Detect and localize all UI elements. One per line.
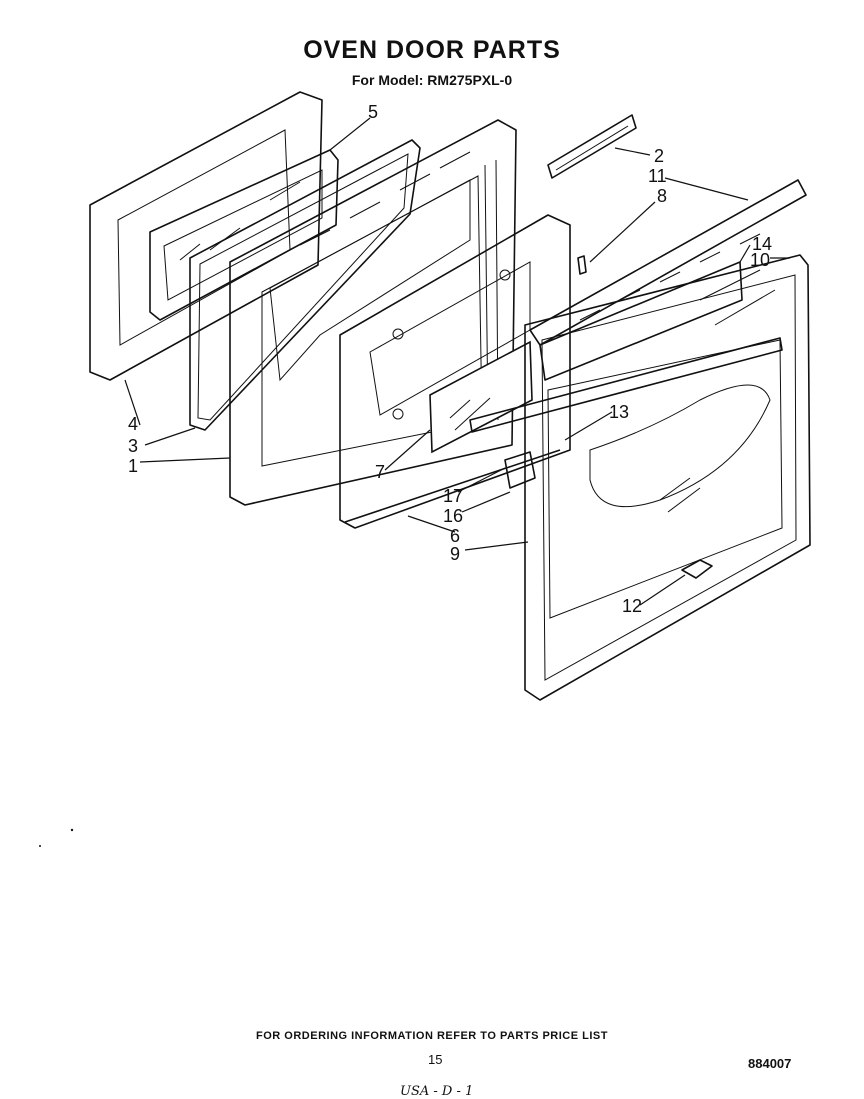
hinge-channel	[547, 114, 637, 179]
hinge-bracket	[504, 451, 536, 489]
door-liner	[229, 119, 517, 506]
callout-2: 2	[654, 146, 664, 166]
glass-insert	[429, 340, 533, 454]
callout-17: 17	[443, 486, 463, 506]
callout-10: 10	[750, 250, 770, 270]
page-number: 15	[428, 1052, 443, 1067]
callout-12: 12	[622, 596, 642, 616]
callout-11: 11	[648, 166, 667, 186]
handle-clip	[681, 559, 713, 579]
callout-7: 7	[375, 462, 385, 482]
callout-6: 6	[450, 526, 460, 546]
callout-16: 16	[443, 506, 463, 526]
leader-lines	[124, 117, 790, 606]
outer-door-frame	[524, 254, 811, 701]
callout-8: 8	[657, 186, 667, 206]
callout-1: 1	[128, 456, 138, 476]
callout-13: 13	[609, 402, 629, 422]
callout-3: 3	[128, 436, 138, 456]
handwritten-note: USA - D - 1	[400, 1084, 474, 1099]
callout-14: 14	[752, 234, 772, 254]
document-number: 884007	[748, 1056, 792, 1071]
model-subtitle: For Model: RM275PXL-0	[351, 72, 513, 88]
callout-5: 5	[368, 102, 378, 122]
callout-4: 4	[128, 414, 138, 434]
brace-bar	[469, 337, 783, 433]
door-gasket	[189, 139, 421, 431]
callout-9: 9	[450, 544, 460, 564]
page-title: OVEN DOOR PARTS	[303, 36, 561, 64]
ordering-note: FOR ORDERING INFORMATION REFER TO PARTS …	[256, 1030, 608, 1042]
clip-part	[577, 255, 587, 275]
inner-glass-pack	[149, 149, 339, 321]
top-trim-vent	[529, 179, 807, 381]
